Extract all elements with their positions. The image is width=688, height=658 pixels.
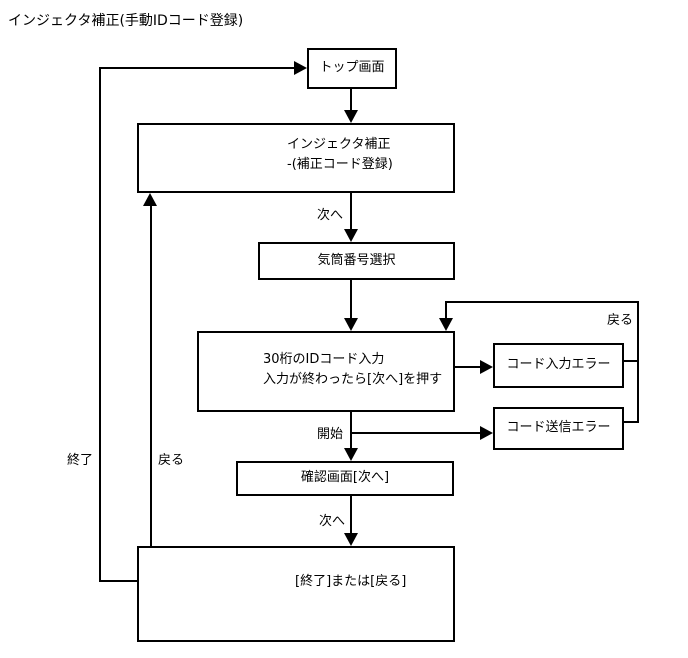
edge-exit-loop-top-line: [99, 67, 295, 69]
diagram-title: インジェクタ補正(手動IDコード登録): [8, 13, 244, 29]
edge-exit-loop-arrowhead: [294, 61, 307, 75]
node-id-code-input-line1: 30桁のIDコード入力: [263, 352, 385, 367]
edge-right-loop-drop-line: [445, 301, 447, 319]
node-top-screen: トップ画面: [307, 48, 397, 89]
edge-cylinder-to-idinput-line: [350, 280, 352, 319]
node-code-input-error-label: コード入力エラー: [506, 357, 611, 373]
edge-exit-loop-bottom-line: [99, 580, 137, 582]
edge-injector-to-cylinder-line: [350, 193, 352, 231]
edge-confirm-to-end-arrowhead: [344, 533, 358, 546]
edge-idinput-to-inputerror-arrowhead: [480, 360, 493, 374]
node-id-code-input-line2: 入力が終わったら[次へ]を押す: [263, 372, 443, 387]
node-top-screen-label: トップ画面: [319, 60, 385, 76]
node-end-or-back-label: [終了]または[戻る]: [295, 574, 407, 589]
node-id-code-input: 30桁のIDコード入力 入力が終わったら[次へ]を押す: [197, 331, 455, 412]
node-injector-correction-line2: -(補正コード登録): [287, 157, 393, 172]
node-confirm-screen-label: 確認画面[次へ]: [300, 470, 390, 486]
edge-label-next-1: 次へ: [317, 208, 344, 223]
edge-right-loop-horizontal-line: [445, 301, 639, 303]
edge-back-loop-line: [150, 204, 152, 546]
node-code-input-error: コード入力エラー: [493, 343, 624, 388]
edge-label-back-outer: 戻る: [607, 313, 634, 328]
node-cylinder-select: 気筒番号選択: [258, 242, 455, 280]
node-code-send-error: コード送信エラー: [493, 407, 624, 450]
edge-right-loop-vertical-line: [637, 301, 639, 423]
node-injector-correction-label: インジェクタ補正 -(補正コード登録): [287, 135, 393, 175]
edge-top-to-injector-arrowhead: [344, 110, 358, 123]
node-injector-correction-line1: インジェクタ補正: [287, 137, 391, 152]
node-confirm-screen: 確認画面[次へ]: [236, 461, 454, 496]
node-injector-correction: インジェクタ補正 -(補正コード登録): [137, 123, 455, 193]
edge-start-to-senderror-arrowhead: [480, 426, 493, 440]
edge-idinput-to-confirm-arrowhead: [344, 448, 358, 461]
node-id-code-input-label: 30桁のIDコード入力 入力が終わったら[次へ]を押す: [263, 350, 442, 390]
edge-idinput-to-inputerror-line: [455, 366, 481, 368]
edge-label-next-2: 次へ: [319, 514, 346, 529]
edge-label-back-inner: 戻る: [158, 453, 185, 468]
edge-start-to-senderror-line: [351, 432, 481, 434]
edge-cylinder-to-idinput-arrowhead: [344, 318, 358, 331]
edge-exit-loop-vertical-line: [99, 67, 101, 582]
node-code-send-error-label: コード送信エラー: [506, 420, 611, 436]
edge-injector-to-cylinder-arrowhead: [344, 229, 358, 242]
edge-label-start: 開始: [317, 427, 344, 442]
edge-idinput-to-confirm-line: [350, 412, 352, 450]
node-end-or-back: [終了]または[戻る]: [137, 546, 455, 642]
edge-senderror-out-line: [624, 421, 639, 423]
edge-right-loop-arrowhead: [439, 318, 453, 331]
edge-confirm-to-end-line: [350, 496, 352, 534]
edge-top-to-injector-line: [350, 89, 352, 112]
edge-back-loop-arrowhead: [143, 193, 157, 206]
edge-inputerror-out-line: [624, 360, 639, 362]
edge-label-exit: 終了: [67, 453, 94, 468]
node-cylinder-select-label: 気筒番号選択: [317, 252, 396, 268]
